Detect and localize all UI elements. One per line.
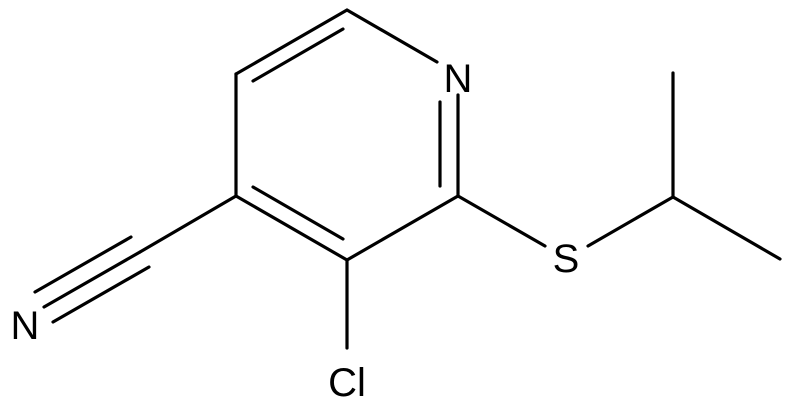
bond-cn-triple-3	[51, 265, 151, 324]
bond-c4-cn	[138, 194, 238, 254]
bond-ch-methyl-right	[671, 195, 782, 261]
bond-s-ch	[586, 195, 675, 248]
bond-c6-c5-outer	[234, 8, 349, 76]
bond-c3-c4-outer	[234, 194, 349, 262]
atom-label-chlorine: Cl	[328, 361, 366, 405]
atom-label-sulfur: S	[553, 237, 580, 281]
bond-cn-triple-2	[33, 235, 133, 294]
bond-c2-s	[456, 194, 547, 248]
bond-c6-n1	[345, 8, 439, 64]
bond-c3-c4-inner	[251, 185, 345, 241]
bond-c6-c5-inner	[251, 27, 345, 83]
bond-c2-c3	[345, 194, 460, 262]
bond-cn-triple-1	[42, 250, 142, 309]
atom-label-nitrile-nitrogen: N	[11, 304, 40, 348]
atom-label-ring-nitrogen: N	[444, 57, 473, 101]
